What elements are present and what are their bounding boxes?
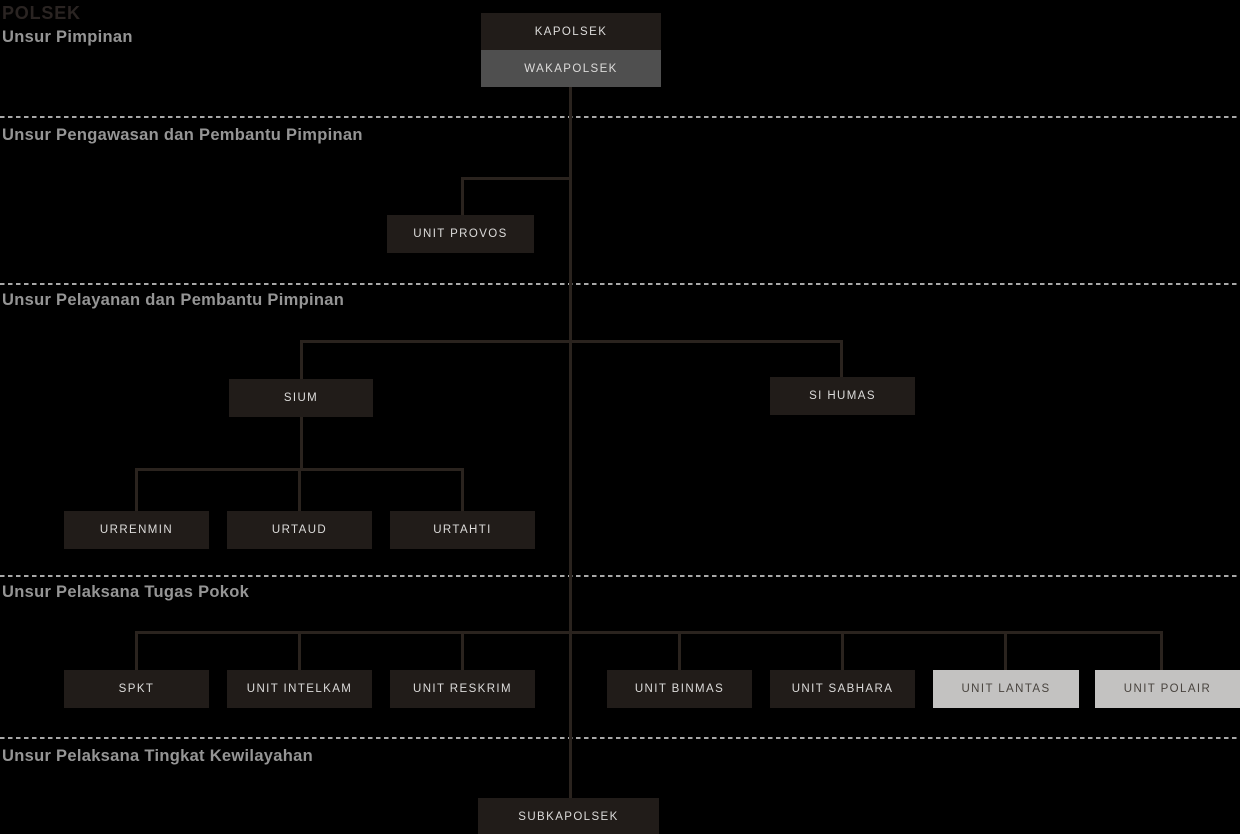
node-unit-intelkam[interactable]: UNIT INTELKAM [227, 670, 372, 708]
section-divider-3 [0, 575, 1240, 577]
connector-provos-h [461, 177, 572, 180]
node-label: UNIT SABHARA [791, 683, 894, 695]
node-unit-polair[interactable]: UNIT POLAIR [1095, 670, 1240, 708]
section-label-pelaksana-pokok: Unsur Pelaksana Tugas Pokok [2, 583, 250, 601]
node-label: URRENMIN [99, 524, 174, 536]
connector-polair-v [1160, 631, 1163, 670]
connector-provos-v [461, 177, 464, 215]
node-label: SUBKAPOLSEK [518, 811, 619, 823]
section-label-pimpinan: Unsur Pimpinan [2, 28, 133, 46]
node-label: SI HUMAS [809, 390, 876, 402]
connector-sium-v [300, 340, 303, 379]
node-unit-binmas[interactable]: UNIT BINMAS [607, 670, 752, 708]
node-label: WAKAPOLSEK [524, 62, 618, 75]
page-title: POLSEK [2, 3, 81, 23]
connector-pokok-row-h [135, 631, 1163, 634]
node-urtaud[interactable]: URTAUD [227, 511, 372, 549]
node-label: URTAUD [271, 524, 328, 536]
node-label: KAPOLSEK [534, 25, 608, 38]
node-sium[interactable]: SIUM [229, 379, 373, 417]
connector-urrenmin-v [135, 468, 138, 511]
connector-binmas-v [678, 631, 681, 670]
connector-urtahti-v [461, 468, 464, 511]
section-label-pengawasan: Unsur Pengawasan dan Pembantu Pimpinan [2, 126, 363, 144]
node-kapolsek[interactable]: KAPOLSEK [481, 13, 661, 50]
section-label-kewilayahan: Unsur Pelaksana Tingkat Kewilayahan [2, 747, 313, 765]
node-urrenmin[interactable]: URRENMIN [64, 511, 209, 549]
connector-sium-down-v [300, 417, 303, 470]
node-label: SPKT [118, 683, 155, 695]
node-subkapolsek[interactable]: SUBKAPOLSEK [478, 798, 659, 834]
node-unit-lantas[interactable]: UNIT LANTAS [933, 670, 1079, 708]
node-label: UNIT LANTAS [961, 683, 1051, 695]
node-urtahti[interactable]: URTAHTI [390, 511, 535, 549]
section-divider-1 [0, 116, 1240, 118]
connector-reskrim-v [461, 631, 464, 670]
node-unit-sabhara[interactable]: UNIT SABHARA [770, 670, 915, 708]
node-si-humas[interactable]: SI HUMAS [770, 377, 915, 415]
node-label: SIUM [283, 392, 319, 404]
node-unit-provos[interactable]: UNIT PROVOS [387, 215, 534, 253]
connector-spkt-v [135, 631, 138, 670]
connector-sihumas-v [840, 340, 843, 377]
connector-sabhara-v [841, 631, 844, 670]
section-label-pelayanan: Unsur Pelayanan dan Pembantu Pimpinan [2, 291, 345, 309]
node-label: UNIT RESKRIM [412, 683, 512, 695]
node-label: UNIT POLAIR [1123, 683, 1212, 695]
node-unit-reskrim[interactable]: UNIT RESKRIM [390, 670, 535, 708]
node-label: UNIT BINMAS [634, 683, 725, 695]
node-label: UNIT INTELKAM [246, 683, 353, 695]
connector-intelkam-v [298, 631, 301, 670]
connector-main-trunk [569, 87, 572, 798]
node-wakapolsek[interactable]: WAKAPOLSEK [481, 50, 661, 87]
node-label: UNIT PROVOS [413, 228, 508, 240]
node-label: URTAHTI [433, 524, 492, 536]
connector-urtaud-v [298, 468, 301, 511]
section-divider-4 [0, 737, 1240, 739]
node-spkt[interactable]: SPKT [64, 670, 209, 708]
connector-pelayanan-h [300, 340, 843, 343]
section-divider-2 [0, 283, 1240, 285]
connector-lantas-v [1004, 631, 1007, 670]
